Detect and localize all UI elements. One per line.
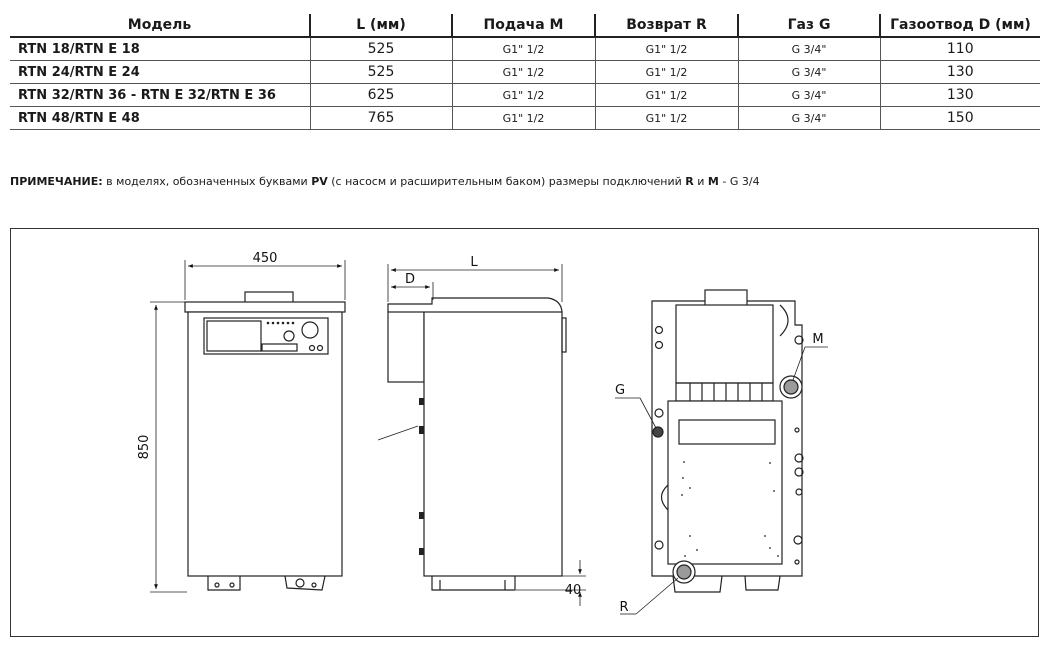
cell-supply: G1" 1/2 xyxy=(451,60,595,84)
col-header-flue: Газоотвод D (мм) xyxy=(879,14,1040,38)
note-text: (с насосм и расширительным баком) размер… xyxy=(327,175,686,188)
cell-gas: G 3/4" xyxy=(737,37,880,61)
indicator-lights xyxy=(266,321,295,325)
note-m: M xyxy=(707,175,719,188)
cell-return: G1" 1/2 xyxy=(594,83,738,107)
cell-gas: G 3/4" xyxy=(737,83,880,107)
supply-connection-m xyxy=(779,375,803,399)
rear-view xyxy=(615,289,828,615)
table-row: RTN 24/RTN E 24 525 G1" 1/2 G1" 1/2 G 3/… xyxy=(10,60,1040,84)
footnote: ПРИМЕЧАНИЕ: в моделях, обозначенных букв… xyxy=(10,175,760,188)
gas-connection-g xyxy=(652,426,664,438)
side-feet xyxy=(431,576,516,591)
note-label: ПРИМЕЧАНИЕ: xyxy=(10,175,103,188)
control-panel xyxy=(203,317,329,355)
cell-model: RTN 24/RTN E 24 xyxy=(10,60,310,84)
col-header-gas: Газ G xyxy=(737,14,880,38)
cell-flue: 150 xyxy=(879,106,1040,130)
col-header-length: L (мм) xyxy=(309,14,452,38)
depth-dimension-label: L xyxy=(470,255,478,270)
col-header-return: Возврат R xyxy=(594,14,738,38)
cell-supply: G1" 1/2 xyxy=(451,83,595,107)
note-pv: PV xyxy=(311,175,328,188)
table-row: RTN 18/RTN E 18 525 G1" 1/2 G1" 1/2 G 3/… xyxy=(10,37,1040,61)
feet-dimension-label: 40 xyxy=(565,583,582,598)
height-dimension-label: 850 xyxy=(137,435,152,460)
cell-length: 765 xyxy=(309,106,452,130)
front-feet xyxy=(207,575,326,591)
cell-model: RTN 32/RTN 36 - RTN E 32/RTN E 36 xyxy=(10,83,310,107)
rating-plate xyxy=(678,419,776,445)
table-row: RTN 32/RTN 36 - RTN E 32/RTN E 36 625 G1… xyxy=(10,83,1040,107)
cell-gas: G 3/4" xyxy=(737,106,880,130)
table-row: RTN 48/RTN E 48 765 G1" 1/2 G1" 1/2 G 3/… xyxy=(10,106,1040,130)
gas-connection-label: G xyxy=(615,383,625,398)
cell-length: 625 xyxy=(309,83,452,107)
width-dimension-label: 450 xyxy=(253,251,278,266)
rear-small-fittings xyxy=(654,325,804,565)
technical-drawing-frame xyxy=(10,228,1039,637)
note-r: R xyxy=(685,175,694,188)
cell-length: 525 xyxy=(309,37,452,61)
cell-flue: 130 xyxy=(879,60,1040,84)
side-fittings xyxy=(419,398,424,555)
cell-return: G1" 1/2 xyxy=(594,106,738,130)
cell-flue: 110 xyxy=(879,37,1040,61)
return-connection-r xyxy=(672,560,696,584)
flue-dimension-label: D xyxy=(405,272,415,287)
flue-outlet xyxy=(675,289,774,384)
cell-model: RTN 18/RTN E 18 xyxy=(10,37,310,61)
cell-supply: G1" 1/2 xyxy=(451,106,595,130)
return-connection-label: R xyxy=(619,600,628,615)
cell-model: RTN 48/RTN E 48 xyxy=(10,106,310,130)
side-view xyxy=(377,264,586,606)
note-text: в моделях, обозначенных буквами xyxy=(102,175,312,188)
front-view xyxy=(150,260,346,593)
rear-mounting-dots xyxy=(681,461,779,557)
spec-table: Модель L (мм) Подача М Возврат R Газ G Г… xyxy=(10,14,1040,130)
col-header-supply: Подача М xyxy=(451,14,595,38)
table-header-row: Модель L (мм) Подача М Возврат R Газ G Г… xyxy=(10,14,1040,38)
note-text: и xyxy=(693,175,708,188)
cell-return: G1" 1/2 xyxy=(594,60,738,84)
rear-feet xyxy=(672,575,781,593)
cell-return: G1" 1/2 xyxy=(594,37,738,61)
col-header-model: Модель xyxy=(10,14,310,38)
supply-connection-label: M xyxy=(812,332,823,347)
cell-gas: G 3/4" xyxy=(737,60,880,84)
cell-flue: 130 xyxy=(879,83,1040,107)
note-text: - G 3/4 xyxy=(718,175,760,188)
cell-supply: G1" 1/2 xyxy=(451,37,595,61)
cell-length: 525 xyxy=(309,60,452,84)
